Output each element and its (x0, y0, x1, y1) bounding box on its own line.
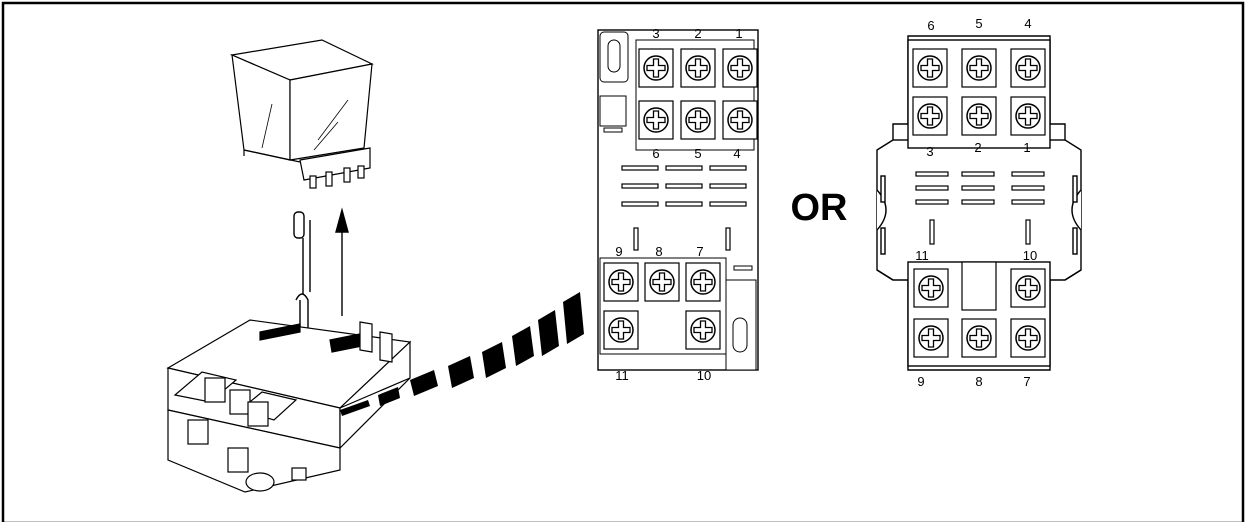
screw-terminal (680, 100, 716, 140)
screw-terminal (685, 310, 721, 350)
screw-terminal (913, 268, 949, 308)
screw-terminal (638, 100, 674, 140)
terminal-label: 11 (615, 368, 629, 383)
terminal-label: 6 (652, 146, 659, 161)
screw-terminal (961, 318, 997, 358)
screw-terminal (722, 100, 758, 140)
socket-a: 3 2 1 6 5 4 9 8 7 11 10 (597, 26, 759, 383)
terminal-label: 4 (1024, 16, 1031, 31)
terminal-label: 2 (694, 26, 701, 41)
relay-module-illustration (229, 39, 374, 189)
screw-terminal (1010, 48, 1046, 88)
terminal-label: 3 (926, 144, 933, 159)
screw-terminal (913, 318, 949, 358)
terminal-label: 9 (615, 244, 622, 259)
terminal-label: 1 (735, 26, 742, 41)
terminal-label: 7 (696, 244, 703, 259)
callout-connector (340, 292, 584, 416)
or-separator: OR (791, 187, 848, 229)
screw-terminal (1010, 318, 1046, 358)
screw-terminal (961, 48, 997, 88)
screw-terminal (638, 48, 674, 88)
screw-terminal (644, 262, 680, 302)
terminal-label: 3 (652, 26, 659, 41)
terminal-label: 9 (917, 374, 924, 389)
screw-terminal (722, 48, 758, 88)
terminal-label: 4 (733, 146, 740, 161)
terminal-label: 5 (975, 16, 982, 31)
screw-terminal (603, 310, 639, 350)
terminal-label: 10 (1023, 248, 1037, 263)
screw-terminal (680, 48, 716, 88)
screw-terminal (1010, 96, 1046, 136)
socket-b: 6 5 4 3 2 1 11 10 9 8 7 (876, 16, 1082, 389)
screw-terminal (961, 96, 997, 136)
terminal-label: 7 (1023, 374, 1030, 389)
socket-base-illustration (166, 319, 412, 493)
terminal-label: 2 (974, 140, 981, 155)
terminal-label: 11 (915, 248, 929, 263)
screw-terminal (685, 262, 721, 302)
screw-terminal (912, 48, 948, 88)
screw-terminal (912, 96, 948, 136)
terminal-label: 8 (655, 244, 662, 259)
terminal-label: 5 (694, 146, 701, 161)
terminal-label: 1 (1023, 140, 1030, 155)
terminal-label: 10 (697, 368, 711, 383)
terminal-label: 6 (927, 18, 934, 33)
terminal-label: 8 (975, 374, 982, 389)
screw-terminal (603, 262, 639, 302)
screw-terminal (1010, 268, 1046, 308)
